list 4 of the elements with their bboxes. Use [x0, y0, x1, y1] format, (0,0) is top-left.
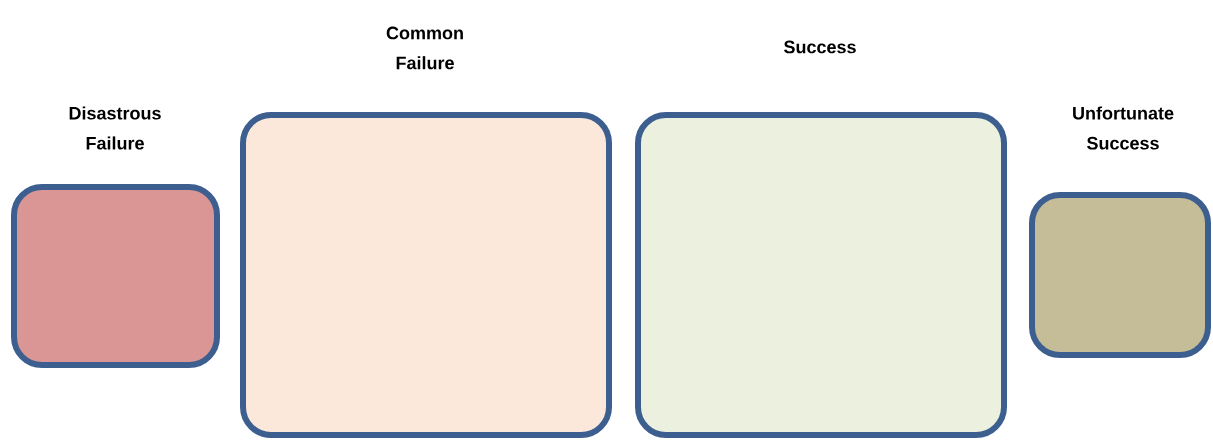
box-heading: Unfortunate Success — [1073, 106, 1174, 150]
box-heading: Common Failure — [386, 26, 463, 70]
box-heading: Disastrous Failure — [69, 106, 161, 150]
box-heading: Success — [784, 40, 856, 54]
